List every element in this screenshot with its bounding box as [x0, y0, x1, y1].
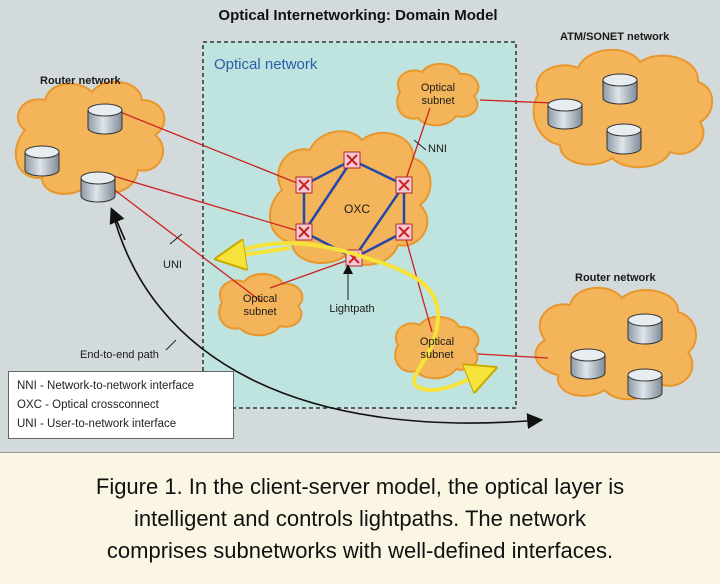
subnet-top-label-2: subnet	[421, 95, 454, 107]
router-icon	[24, 145, 60, 177]
oxc-switch	[395, 176, 413, 194]
router-icon	[627, 313, 663, 345]
oxc-switch	[295, 223, 313, 241]
oxc-switch	[395, 223, 413, 241]
oxc-switch	[343, 151, 361, 169]
router-network-right-label: Router network	[575, 272, 657, 284]
router-icon	[606, 123, 642, 155]
router-cloud-right	[534, 286, 697, 401]
legend-entry-nni: NNI - Network-to-network interface	[17, 380, 195, 392]
nni-tick	[413, 139, 427, 151]
legend-entry-uni: UNI - User-to-network interface	[17, 418, 177, 430]
domain-label: Optical network	[214, 56, 318, 73]
router-icon	[570, 348, 606, 380]
subnet-bottom-label-2: subnet	[420, 349, 453, 361]
uni-label: UNI	[163, 259, 182, 271]
caption-line-3: comprises subnetworks with well-defined …	[106, 537, 614, 563]
router-icon	[87, 103, 123, 135]
subnet-left-label-2: subnet	[243, 306, 276, 318]
lightpath-label: Lightpath	[329, 303, 374, 315]
atm-network-label: ATM/SONET network	[560, 31, 670, 43]
caption-line-2: intelligent and controls lightpaths. The…	[133, 505, 587, 531]
end-to-end-path-start	[109, 207, 126, 241]
optical-subnet-top	[396, 63, 480, 127]
end-to-end-label: End-to-end path	[80, 349, 159, 361]
router-icon	[602, 73, 638, 105]
figure-caption: Figure 1. In the client-server model, th…	[0, 452, 720, 584]
legend-entry-oxc: OXC - Optical crossconnect	[17, 399, 159, 411]
subnet-bottom-label-1: Optical	[420, 336, 454, 348]
diagram-title: Optical Internetworking: Domain Model	[218, 7, 497, 24]
router-network-left-label: Router network	[40, 75, 122, 87]
oxc-label: OXC	[344, 202, 370, 216]
atm-cloud	[532, 49, 714, 169]
subnet-left-label-1: Optical	[243, 293, 277, 305]
router-icon	[547, 98, 583, 130]
nni-label: NNI	[428, 143, 447, 155]
subnet-top-label-1: Optical	[421, 82, 455, 94]
interface-links	[107, 99, 553, 359]
router-icon	[80, 171, 116, 203]
lightpath-curve	[221, 241, 490, 390]
end-to-end-path	[111, 209, 544, 430]
lightpath-arrow-left	[222, 248, 291, 258]
oxc-switch	[295, 176, 313, 194]
network-diagram: Optical Internetworking: Domain Model Op…	[14, 7, 714, 430]
routers	[24, 73, 663, 400]
diagram-panel: Optical Internetworking: Domain Model Op…	[0, 0, 720, 452]
optical-subnet-left	[218, 273, 304, 337]
end-to-end-tick	[165, 339, 177, 351]
router-icon	[627, 368, 663, 400]
uni-tick	[169, 233, 183, 245]
caption-line-1: Figure 1. In the client-server model, th…	[95, 473, 625, 499]
legend: NNI - Network-to-network interface OXC -…	[8, 371, 234, 439]
